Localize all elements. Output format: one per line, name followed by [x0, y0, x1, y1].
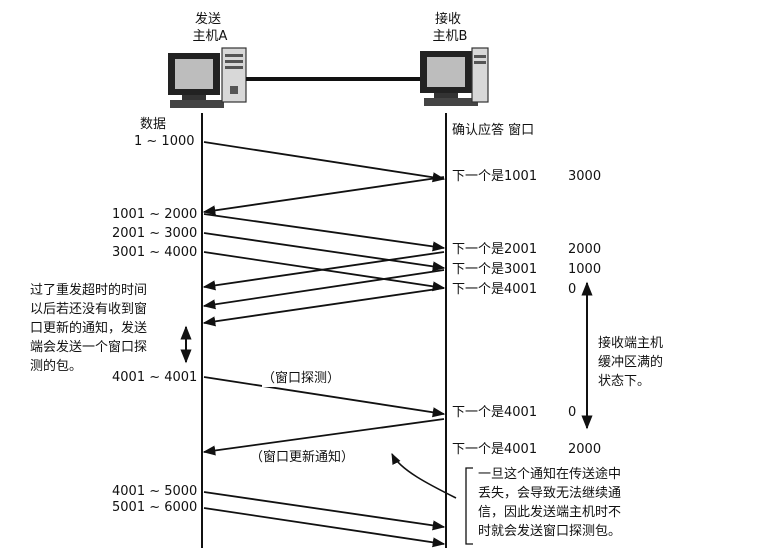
- timeout-note-line: 端会发送一个窗口探: [30, 340, 148, 355]
- send-arrow-1-1000: [203, 141, 446, 183]
- send-arrow-1001-2000: [203, 213, 446, 252]
- buffer-note-line: 缓冲区满的: [598, 355, 664, 370]
- buffer-note-line: 状态下。: [598, 374, 651, 389]
- loss-note-line: 丢失，会导致无法继续通: [478, 486, 622, 501]
- send-arrow-2001-3000: [203, 232, 446, 272]
- host-a-computer-icon: [168, 47, 247, 108]
- send-label: 3001 ~ 4000: [112, 245, 198, 260]
- send-arrow-5001-6000: [203, 507, 446, 548]
- timeout-note-line: 口更新的通知，发送: [30, 321, 148, 336]
- send-arrow-4001-5000: [203, 491, 446, 531]
- send-label: 2001 ~ 3000: [112, 226, 198, 241]
- ack-next-label: 下一个是4001: [452, 282, 538, 297]
- host-b-label-line2: 主机B: [432, 29, 468, 44]
- send-label: 4001 ~ 5000: [112, 484, 198, 499]
- host-a-label-line2: 主机A: [192, 29, 228, 44]
- host-a-label-line1: 发送: [194, 12, 221, 27]
- send-label: 1001 ~ 2000: [112, 207, 198, 222]
- ack-window-label: 2000: [568, 242, 602, 257]
- loss-note-line: 信，因此发送端主机时不: [478, 505, 622, 520]
- timeout-note-line: 测的包。: [30, 359, 83, 374]
- send-arrow-window-probe: [203, 376, 446, 418]
- loss-note-line: 一旦这个通知在传送途中: [478, 467, 622, 482]
- timeout-note-line: 过了重发超时的时间: [30, 283, 148, 298]
- ack-next-label: 下一个是1001: [452, 169, 538, 184]
- ack-next-label: 下一个是2001: [452, 242, 538, 257]
- ack-column-header: 确认应答 窗口: [452, 123, 535, 138]
- loss-note-pointer-arrow: [391, 452, 457, 499]
- host-b-computer-icon: [420, 47, 489, 106]
- loss-note-bracket: [465, 467, 473, 545]
- ack-window-label: 3000: [568, 169, 602, 184]
- host-b-label-line1: 接收: [434, 12, 461, 27]
- send-label: 5001 ~ 6000: [112, 500, 198, 515]
- send-label: 4001 ~ 4001: [112, 370, 198, 385]
- ack-window-label: 2000: [568, 442, 602, 457]
- ack-window-label: 0: [568, 405, 577, 420]
- loss-note-line: 时就会发送窗口探测包。: [478, 524, 622, 539]
- window-probe-caption: （窗口探测）: [262, 370, 341, 387]
- ack-next-label: 下一个是4001: [452, 442, 538, 457]
- ack-arrow-window-update: [202, 418, 445, 456]
- window-update-caption: （窗口更新通知）: [250, 449, 355, 466]
- ack-window-label: 1000: [568, 262, 602, 277]
- timeout-note-line: 以后若还没有收到窗: [30, 302, 148, 317]
- buffer-note-line: 接收端主机: [598, 336, 664, 351]
- ack-arrow-3001: [202, 269, 445, 310]
- send-label: 1 ~ 1000: [134, 134, 195, 149]
- ack-arrow-4001: [202, 287, 445, 327]
- ack-next-label: 下一个是3001: [452, 262, 538, 277]
- ack-arrow-2001: [202, 251, 445, 291]
- ack-arrow-1001: [202, 176, 445, 216]
- ack-window-label: 0: [568, 282, 577, 297]
- data-column-header: 数据: [140, 117, 167, 132]
- ack-next-label: 下一个是4001: [452, 405, 538, 420]
